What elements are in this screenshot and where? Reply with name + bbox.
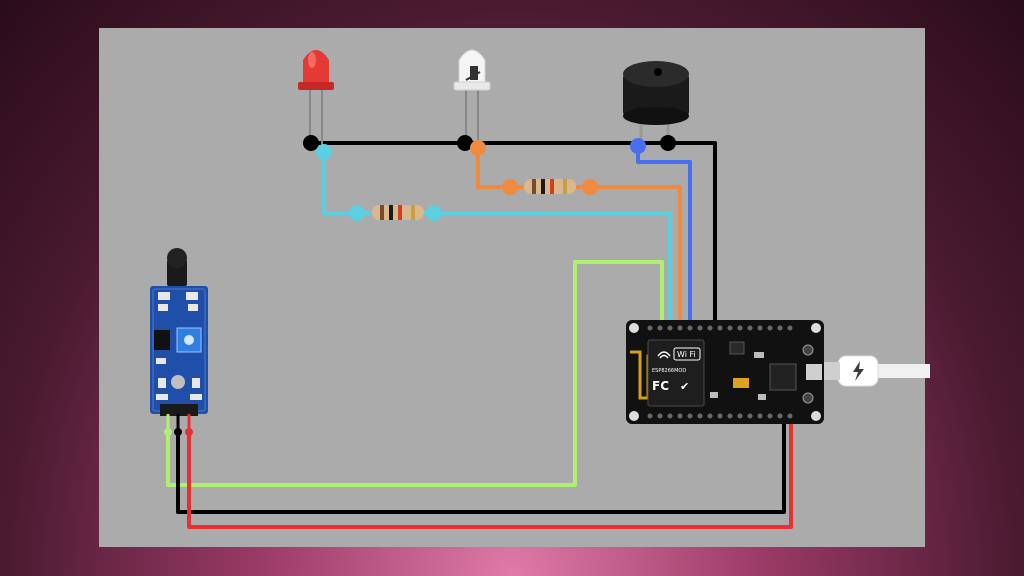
- wire-green: [166, 260, 664, 487]
- buzzer: [623, 61, 689, 145]
- chip-model-label: ESP8266MOD: [652, 368, 686, 374]
- resistor-1: [372, 205, 424, 220]
- nodemcu-board: Wi Fi ESP8266MOD FC ✔: [626, 320, 824, 424]
- wifi-label: Wi Fi: [677, 350, 696, 359]
- wire-cyan: [322, 152, 672, 320]
- usb-cable: [822, 355, 930, 387]
- diagram-panel: [99, 28, 925, 547]
- white-led: [453, 49, 491, 148]
- wire-sensor-vcc: [187, 420, 793, 529]
- resistor-2: [524, 179, 576, 194]
- red-led: [298, 50, 334, 150]
- wifi-logo-icon: [657, 351, 671, 359]
- fc-mark: FC: [652, 379, 669, 393]
- flame-sensor-module: [150, 248, 208, 436]
- wire-blue: [636, 148, 692, 320]
- pin-header-top: [647, 325, 793, 331]
- check-mark: ✔: [680, 380, 689, 393]
- wires: [166, 141, 793, 529]
- junctions: [303, 135, 676, 221]
- lightning-icon: [853, 361, 864, 381]
- wire-ground-bus: [311, 141, 717, 320]
- wire-sensor-ground: [176, 420, 786, 514]
- wire-orange: [476, 148, 682, 320]
- pin-header-bottom: [647, 413, 793, 419]
